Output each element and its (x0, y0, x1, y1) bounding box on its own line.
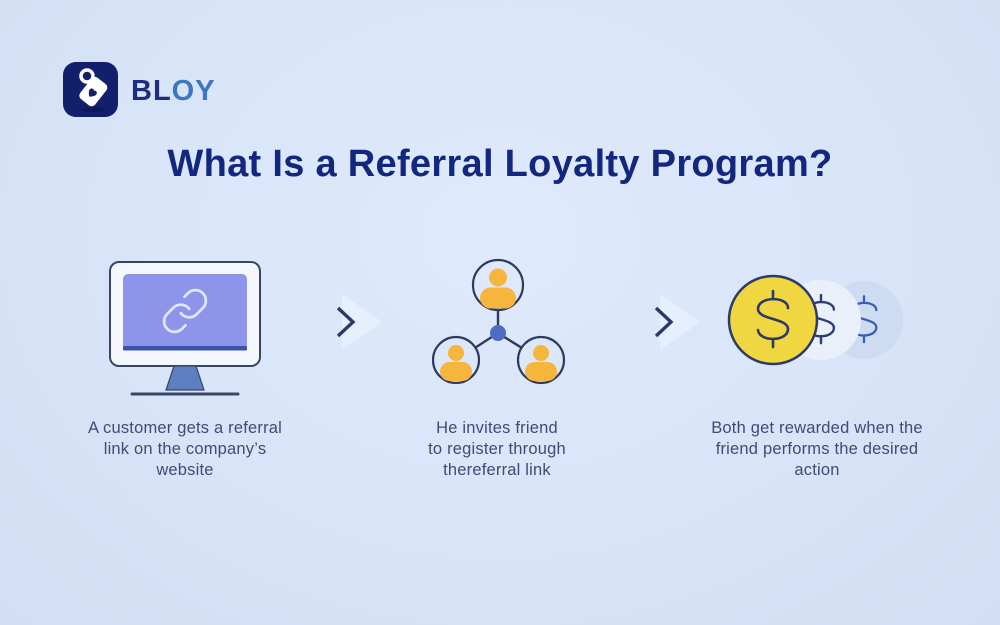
brand-logo: BLOY (63, 62, 216, 117)
person-circle-left (431, 335, 481, 385)
page-title: What Is a Referral Loyalty Program? (167, 143, 833, 185)
dollar-sign-icon (850, 295, 878, 344)
link-icon (162, 288, 208, 334)
person-icon (480, 268, 516, 309)
network-node (490, 325, 506, 341)
monitor-screen-bottom-bar (123, 346, 247, 351)
person-circle-top (471, 258, 525, 312)
monitor-illustration (109, 261, 261, 396)
network-links (474, 308, 523, 349)
dollar-sign-icon (756, 289, 790, 349)
step-caption: Both get rewarded when the friend perfor… (711, 419, 923, 479)
monitor-stand (165, 365, 205, 391)
tag-with-heart-icon (63, 62, 118, 117)
chevron-right-icon (654, 294, 700, 350)
brand-name-secondary: OY (171, 74, 216, 107)
coin-front (727, 274, 819, 366)
step-caption: He invites friend to register through th… (428, 419, 566, 479)
person-icon (440, 345, 472, 381)
person-circle-right (516, 335, 566, 385)
step-caption: A customer gets a referral link on the c… (87, 419, 283, 479)
person-icon (525, 345, 557, 381)
coins-illustration (727, 274, 903, 366)
brand-name-primary: BL (131, 74, 172, 107)
dollar-sign-icon (806, 293, 836, 345)
monitor-screen (123, 274, 247, 350)
referral-network-illustration (431, 258, 566, 385)
brand-name: BLOY (131, 72, 216, 108)
chevron-right-icon (336, 294, 382, 350)
